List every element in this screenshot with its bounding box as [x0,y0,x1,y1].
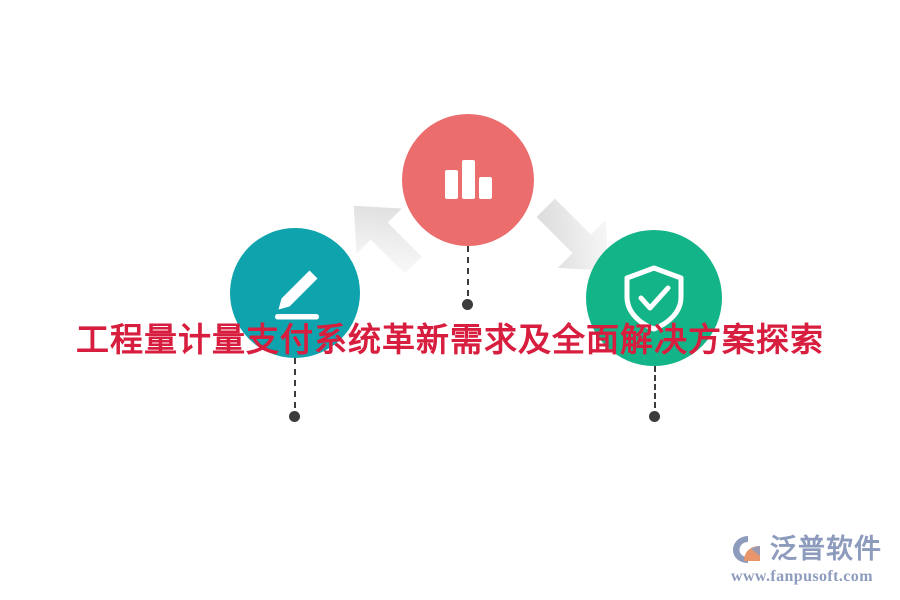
node-circle-edit[interactable] [230,228,360,358]
brand-name: 泛普软件 [770,534,882,564]
shield-check-icon [624,265,684,332]
fanpu-logo-icon [733,536,760,563]
connector-line-shield [654,366,656,408]
pencil-icon [275,270,319,320]
connector-dot-shield [649,411,660,422]
brand-url: www.fanpusoft.com [731,568,873,585]
brand-logo: 泛普软件 www.fanpusoft.com [731,534,882,586]
page-title: 工程量计量支付系统革新需求及全面解决方案探索 [76,323,824,359]
bar-chart-icon [445,160,492,199]
connector-dot-chart [462,299,473,310]
node-circle-shield[interactable] [586,230,722,366]
connector-line-edit [294,358,296,408]
brand-top-row: 泛普软件 [731,534,882,565]
connector-dot-edit [289,411,300,422]
node-circle-chart[interactable] [402,114,534,246]
connector-line-chart [467,246,469,296]
